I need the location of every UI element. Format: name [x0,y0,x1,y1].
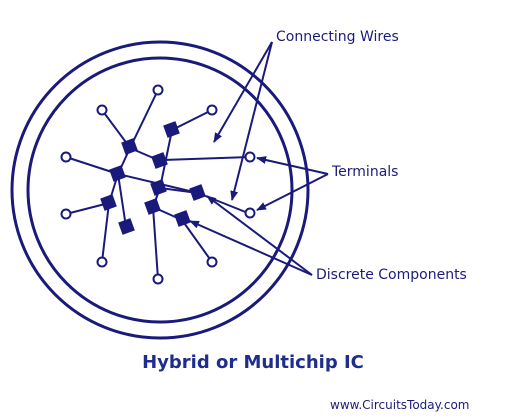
arrow-connecting-wires-1 [213,41,273,143]
chip [163,121,180,138]
chip [144,198,161,215]
terminal [96,256,108,268]
inner-package-ring [26,56,294,324]
terminal [60,151,72,163]
terminal [152,84,164,96]
arrow-terminals-2 [256,173,329,211]
connecting-wires-label: Connecting Wires [276,29,399,45]
chip [189,184,206,201]
terminal [244,151,256,163]
arrow-discrete-2 [189,220,313,276]
diagram-title: Hybrid or Multichip IC [142,352,364,373]
arrow-terminals-1 [256,156,329,175]
chip [121,138,138,155]
terminal [206,104,218,116]
discrete-components-label: Discrete Components [316,267,467,283]
discrete-components [100,121,206,235]
chip [174,210,191,227]
terminal [96,104,108,116]
terminal [206,256,218,268]
outer-package-ring [10,40,310,340]
annotation-arrows [189,41,329,276]
terminals [60,84,256,285]
arrow-connecting-wires-2 [230,41,273,201]
arrow-discrete-1 [206,195,313,276]
terminal [60,208,72,220]
chip [109,165,126,182]
terminal [152,273,164,285]
chip [150,179,167,196]
source-url: www.CircuitsToday.com [330,398,470,412]
terminals-label: Terminals [332,164,399,180]
terminal [244,207,256,219]
chip [151,152,168,169]
chip [100,194,117,211]
chip [118,218,135,235]
